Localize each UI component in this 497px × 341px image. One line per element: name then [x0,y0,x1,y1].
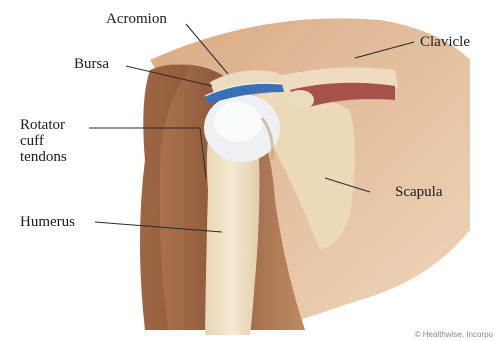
label-humerus: Humerus [20,214,75,230]
humeral-head-highlight [214,102,262,142]
label-bursa: Bursa [74,56,109,72]
coracoid-process [286,90,314,110]
label-acromion: Acromion [106,11,167,27]
label-rotator-line3: tendons [20,149,100,165]
copyright-credit: © Healthwise, Incorpo [415,330,493,339]
label-rotator-line2: cuff [20,133,100,149]
label-rotator-line1: Rotator [20,117,100,133]
label-scapula: Scapula [395,184,442,200]
label-clavicle: Clavicle [420,34,470,50]
label-rotator-cuff-tendons: Rotator cuff tendons [20,117,100,165]
